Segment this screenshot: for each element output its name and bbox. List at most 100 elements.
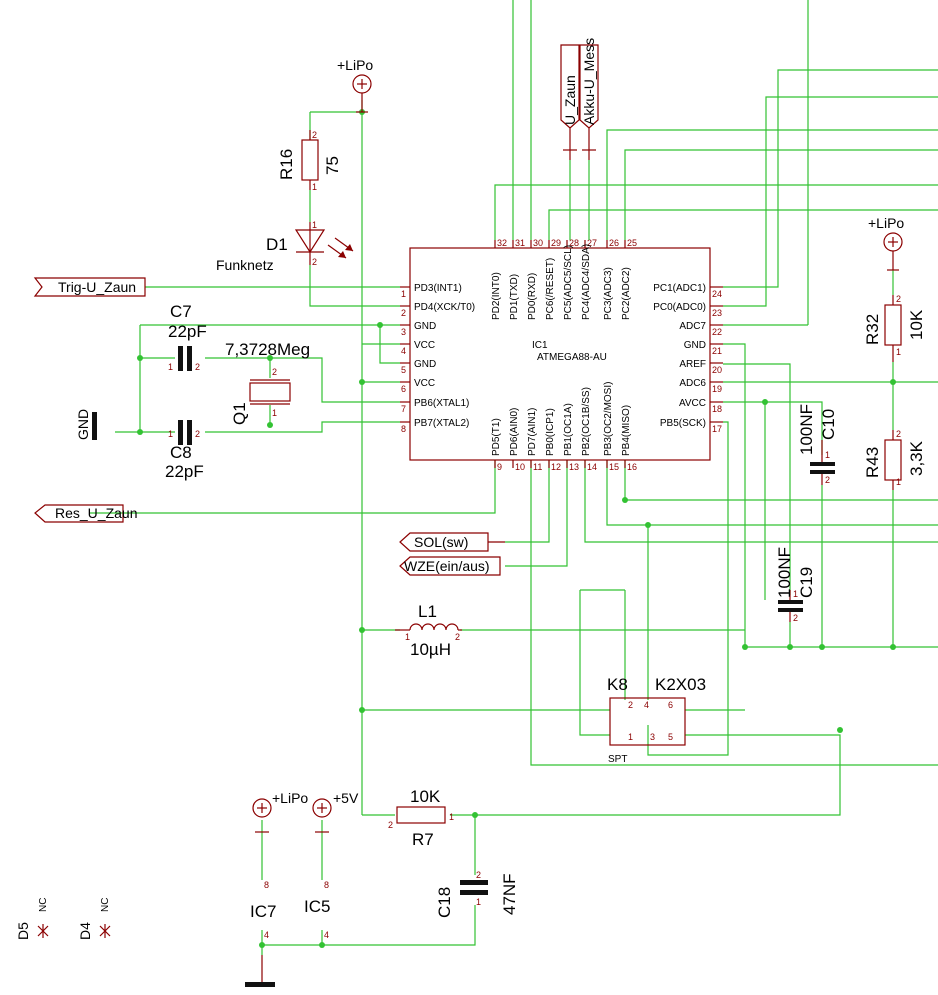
q1-name: Q1 bbox=[230, 402, 249, 425]
c8-value: 22pF bbox=[165, 462, 204, 481]
ic1-pin-label: PC5(ADC5/SCL) bbox=[563, 245, 574, 320]
r7-name: R7 bbox=[412, 830, 434, 849]
ic1-pin-number: 7 bbox=[401, 404, 406, 414]
ic1-pin-number: 15 bbox=[609, 462, 619, 472]
ic1-pin-label: VCC bbox=[414, 378, 435, 389]
d5-value: NC bbox=[38, 898, 49, 912]
svg-text:2: 2 bbox=[312, 257, 317, 267]
l1-value: 10µH bbox=[410, 640, 451, 659]
d1: 1 2 D1 Funknetz bbox=[216, 220, 354, 273]
r32-value: 10K bbox=[907, 309, 926, 340]
ic1-pin-number: 22 bbox=[712, 327, 722, 337]
ic1-pin-label: PB2(OC1B/SS) bbox=[581, 387, 592, 456]
svg-text:2: 2 bbox=[476, 870, 481, 880]
gnd-left-label: GND bbox=[75, 409, 91, 440]
ic7-supply: +LiPo 8 4 IC7 bbox=[250, 790, 308, 940]
ic1-pin-label: PC6(/RESET) bbox=[545, 258, 556, 320]
ic1-pin-number: 19 bbox=[712, 384, 722, 394]
wires bbox=[90, 0, 938, 955]
svg-text:1: 1 bbox=[312, 220, 317, 230]
ic1-pin-label: PB5(SCK) bbox=[660, 418, 706, 429]
svg-text:1: 1 bbox=[312, 182, 317, 192]
q1: 2 1 7,3728Meg Q1 bbox=[225, 340, 310, 425]
l1: 1 2 L1 10µH bbox=[395, 602, 462, 659]
ic1-name: IC1 bbox=[532, 340, 548, 351]
ic1-pin-number: 23 bbox=[712, 308, 722, 318]
ic1-body bbox=[409, 247, 711, 461]
port-sol: SOL(sw) bbox=[399, 532, 505, 552]
ic5-name: IC5 bbox=[304, 897, 330, 916]
lipo-supply-top: +LiPo bbox=[337, 57, 373, 113]
r43-name: R43 bbox=[863, 447, 882, 478]
ic1-pin-number: 11 bbox=[533, 462, 542, 472]
gnd-bottom bbox=[245, 955, 275, 987]
ic1-pin-label: GND bbox=[414, 321, 436, 332]
ic1-pin-number: 8 bbox=[401, 424, 406, 434]
ic1-pin-number: 28 bbox=[569, 238, 579, 248]
ic1-pin-number: 9 bbox=[497, 462, 502, 472]
svg-text:1: 1 bbox=[896, 347, 901, 357]
ic1-pin-number: 4 bbox=[401, 346, 406, 356]
k8: 2 4 6 1 3 5 K8 K2X03 SPT bbox=[607, 675, 706, 765]
lipo-supply-right: +LiPo bbox=[868, 215, 904, 271]
ic1-pin-number: 3 bbox=[401, 327, 406, 337]
ic1-pin-label: PD3(INT1) bbox=[414, 283, 462, 294]
svg-text:2: 2 bbox=[195, 362, 200, 372]
ic1-part: ATMEGA88-AU bbox=[537, 352, 607, 363]
ic1-pin-label: PD1(TXD) bbox=[509, 274, 520, 320]
c10-name: C10 bbox=[819, 409, 838, 440]
ic1-pin-label: PC4(ADC4/SDA) bbox=[581, 244, 592, 320]
ic1-pin-number: 31 bbox=[515, 238, 525, 248]
svg-text:3: 3 bbox=[650, 732, 655, 742]
c18-value: 47NF bbox=[500, 873, 519, 915]
d4-value: NC bbox=[100, 898, 111, 912]
ic1-pin-number: 16 bbox=[627, 462, 637, 472]
ic5-supply-label: +5V bbox=[333, 790, 359, 806]
ic1-pin-label: PD2(INT0) bbox=[491, 272, 502, 320]
d4-name: D4 bbox=[77, 922, 93, 940]
svg-text:2: 2 bbox=[312, 130, 317, 140]
svg-text:1: 1 bbox=[628, 732, 633, 742]
ic1-pin-label: VCC bbox=[414, 340, 435, 351]
c19-name: C19 bbox=[797, 567, 816, 598]
ic1-pin-label: GND bbox=[414, 359, 436, 370]
port-wze: WZE(ein/aus) bbox=[399, 556, 501, 576]
ic1-pin-number: 32 bbox=[497, 238, 507, 248]
svg-text:1: 1 bbox=[476, 897, 481, 907]
ic1-pin-label: PD5(T1) bbox=[491, 418, 502, 456]
l1-name: L1 bbox=[418, 602, 437, 621]
ic7-name: IC7 bbox=[250, 902, 276, 921]
k8-body bbox=[609, 697, 686, 746]
ic1-pin-number: 26 bbox=[609, 238, 619, 248]
svg-text:1: 1 bbox=[405, 632, 410, 642]
ic1-pin-number: 20 bbox=[712, 365, 722, 375]
ic5-supply: +5V 8 4 IC5 bbox=[304, 790, 359, 940]
ic1-pin-number: 27 bbox=[587, 238, 597, 248]
ic1-pin-label: AVCC bbox=[679, 398, 706, 409]
junctions bbox=[137, 109, 896, 948]
d1-value: Funknetz bbox=[216, 257, 274, 273]
lipo-top-label: +LiPo bbox=[337, 57, 373, 73]
svg-text:2: 2 bbox=[896, 294, 901, 304]
c19: 1 2 100NF C19 bbox=[775, 547, 816, 623]
ic1-pin-number: 17 bbox=[712, 424, 722, 434]
r16: 2 1 R16 75 bbox=[277, 130, 342, 192]
svg-text:1: 1 bbox=[793, 589, 798, 599]
ic1-pin-label: PC1(ADC1) bbox=[653, 283, 706, 294]
port-u-zaun-label: U_Zaun bbox=[562, 75, 578, 125]
ic1-pin-label: PB0(ICP1) bbox=[545, 408, 556, 456]
svg-text:4: 4 bbox=[264, 930, 269, 940]
c10: 1 2 100NF C10 bbox=[797, 404, 838, 485]
c7-name: C7 bbox=[170, 302, 192, 321]
port-res-label: Res_U_Zaun bbox=[55, 505, 138, 521]
c19-value: 100NF bbox=[775, 547, 794, 598]
ic1-pin-label: ADC6 bbox=[679, 378, 706, 389]
ic1-pin-label: PB3(OC2/MOSI) bbox=[603, 382, 614, 456]
c18-name: C18 bbox=[435, 887, 454, 918]
svg-text:4: 4 bbox=[644, 700, 649, 710]
r16-name: R16 bbox=[277, 149, 296, 180]
ic1-pin-label: AREF bbox=[679, 359, 706, 370]
svg-text:1: 1 bbox=[168, 362, 173, 372]
